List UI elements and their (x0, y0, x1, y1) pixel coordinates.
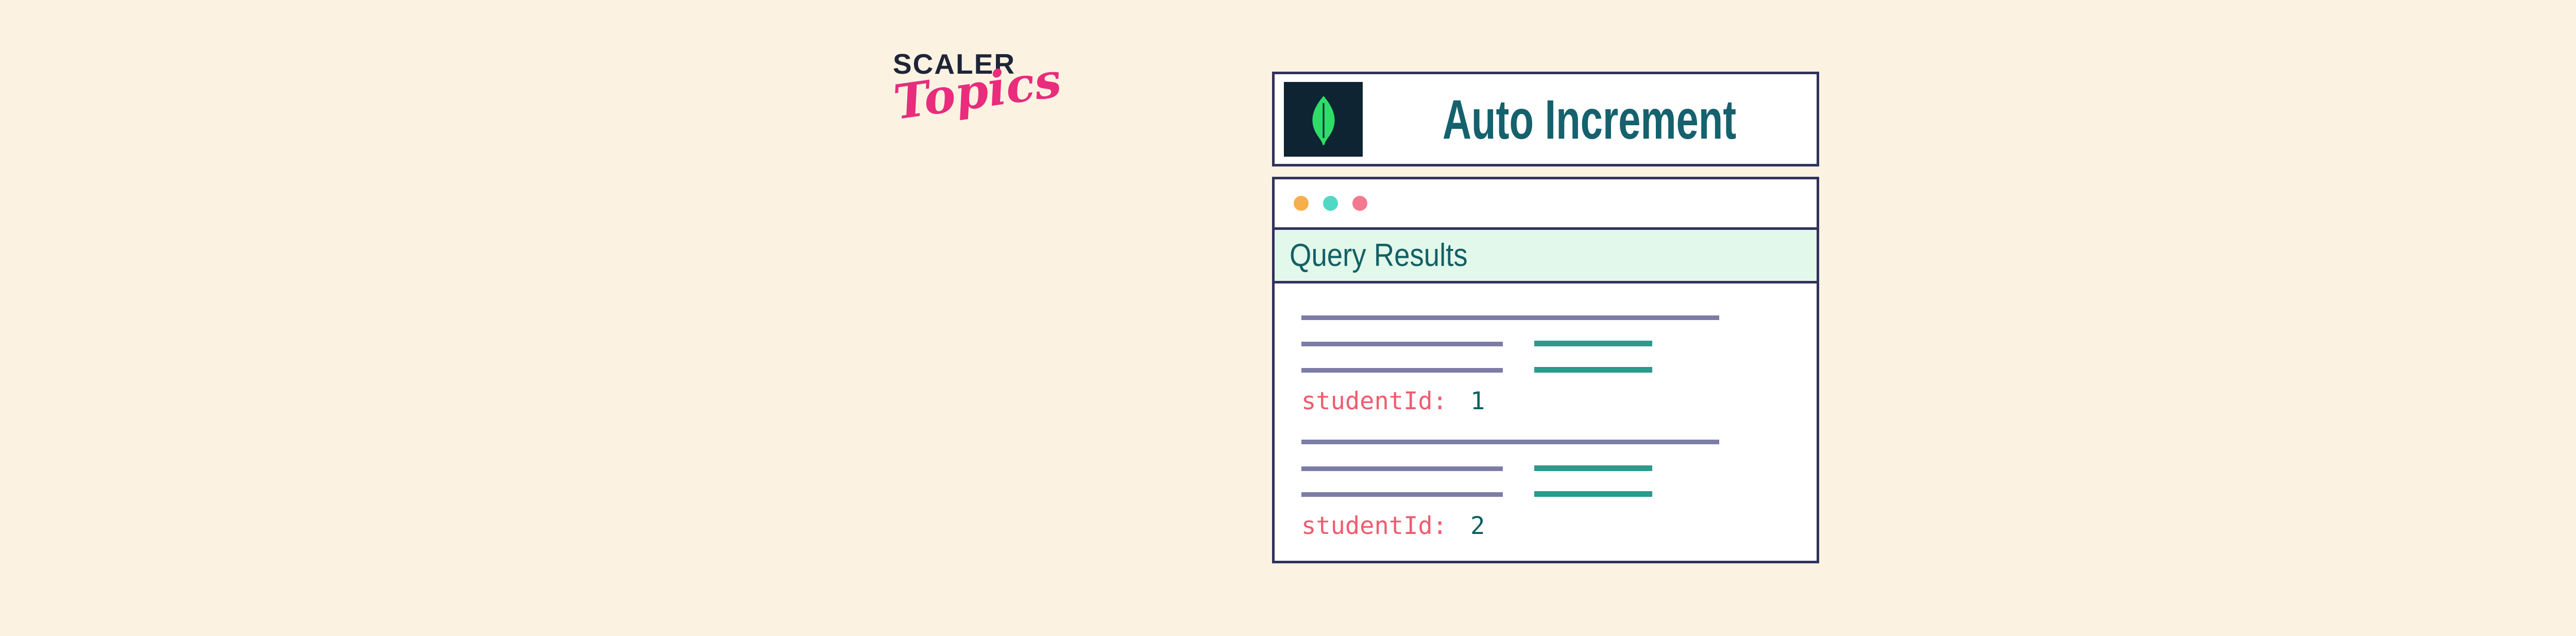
redacted-line (1534, 341, 1652, 346)
redacted-line (1301, 368, 1503, 373)
redacted-line (1301, 440, 1719, 444)
redacted-line (1301, 492, 1503, 497)
redacted-line (1534, 367, 1652, 373)
window-dot-teal[interactable] (1323, 196, 1338, 211)
record-value: 2 (1470, 512, 1485, 540)
mock-browser-window: Query Results studentId: 1 (1272, 177, 1819, 563)
query-results-bar: Query Results (1275, 230, 1817, 283)
record-value: 1 (1470, 387, 1485, 415)
page-title: Auto Increment (1363, 87, 1817, 152)
record-field: studentId: (1301, 512, 1447, 540)
redacted-line (1301, 466, 1503, 471)
header-card: Auto Increment (1272, 72, 1819, 166)
redacted-line (1301, 315, 1719, 320)
mongodb-leaf-icon (1312, 96, 1335, 145)
query-results-content: studentId: 1 studentId: 2 (1275, 283, 1817, 561)
window-dot-pink[interactable] (1352, 196, 1367, 211)
record-id-line: studentId: 2 (1301, 514, 1485, 538)
query-results-title: Query Results (1290, 238, 1468, 273)
redacted-line (1534, 465, 1652, 471)
redacted-line (1301, 342, 1503, 346)
mongodb-badge (1284, 81, 1363, 157)
logo-primary-text: SCALER (893, 48, 1016, 80)
scaler-topics-logo: SCALER Topics (890, 47, 1064, 130)
redacted-line (1534, 491, 1652, 497)
page-title-text: Auto Increment (1443, 88, 1737, 150)
record-field: studentId: (1301, 387, 1447, 415)
record-id-line: studentId: 1 (1301, 389, 1485, 413)
window-dot-yellow[interactable] (1294, 196, 1309, 211)
window-titlebar (1275, 179, 1817, 230)
